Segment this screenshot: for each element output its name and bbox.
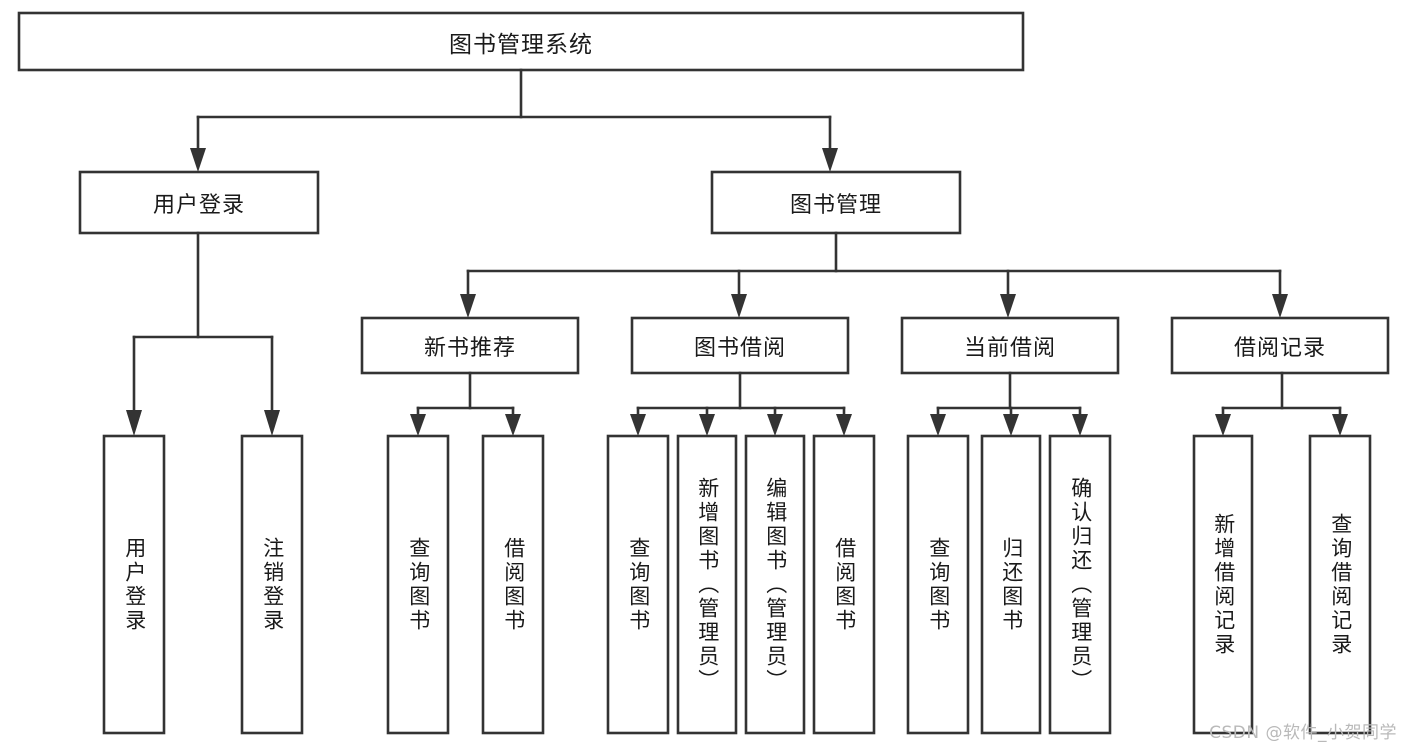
- node-box-leaf-return-book[interactable]: [980, 434, 1042, 735]
- arrow-head-leaf-confirm-return: [1072, 414, 1088, 436]
- node-box-leaf-add-book[interactable]: [676, 434, 738, 735]
- arrow-head-leaf-query-book-3: [930, 414, 946, 436]
- node-box-leaf-edit-book[interactable]: [744, 434, 806, 735]
- node-box-leaf-borrow-book-2[interactable]: [812, 434, 876, 735]
- node-box-leaf-query-book-3[interactable]: [906, 434, 970, 735]
- node-box-leaf-query-book-2[interactable]: [606, 434, 670, 735]
- node-box-root[interactable]: [17, 11, 1025, 72]
- arrow-head-new-book-recommend: [460, 294, 476, 318]
- arrow-head-book-borrow: [731, 294, 747, 318]
- node-box-book-borrow[interactable]: [630, 316, 850, 375]
- arrow-head-leaf-add-borrow-record: [1215, 414, 1231, 436]
- arrow-head-leaf-user-login: [126, 410, 142, 436]
- node-box-borrow-record[interactable]: [1170, 316, 1390, 375]
- node-box-leaf-add-borrow-record[interactable]: [1192, 434, 1254, 735]
- arrow-head-leaf-borrow-book-2: [836, 414, 852, 436]
- arrow-head-leaf-query-borrow-record: [1332, 414, 1348, 436]
- arrow-head-user-login: [190, 148, 206, 172]
- arrow-head-leaf-borrow-book-1: [505, 414, 521, 436]
- node-boxes-layer: [17, 11, 1390, 735]
- arrow-head-leaf-query-book-2: [630, 414, 646, 436]
- node-box-book-manage[interactable]: [710, 170, 962, 235]
- node-box-leaf-user-login[interactable]: [102, 434, 166, 735]
- node-box-leaf-borrow-book-1[interactable]: [481, 434, 545, 735]
- connectors-layer: [126, 68, 1348, 436]
- node-box-leaf-query-book-1[interactable]: [386, 434, 450, 735]
- arrow-head-leaf-query-book-1: [410, 414, 426, 436]
- arrow-head-current-borrow: [1000, 294, 1016, 318]
- node-box-current-borrow[interactable]: [900, 316, 1120, 375]
- arrow-head-leaf-return-book: [1003, 414, 1019, 436]
- node-box-leaf-logout[interactable]: [240, 434, 304, 735]
- arrow-head-leaf-edit-book: [767, 414, 783, 436]
- node-box-user-login[interactable]: [78, 170, 320, 235]
- arrow-head-borrow-record: [1272, 294, 1288, 318]
- arrow-head-book-manage: [822, 148, 838, 172]
- node-box-leaf-confirm-return[interactable]: [1048, 434, 1112, 735]
- node-box-new-book-recommend[interactable]: [360, 316, 580, 375]
- node-box-leaf-query-borrow-record[interactable]: [1308, 434, 1372, 735]
- arrow-head-leaf-logout: [264, 410, 280, 436]
- arrow-head-leaf-add-book: [699, 414, 715, 436]
